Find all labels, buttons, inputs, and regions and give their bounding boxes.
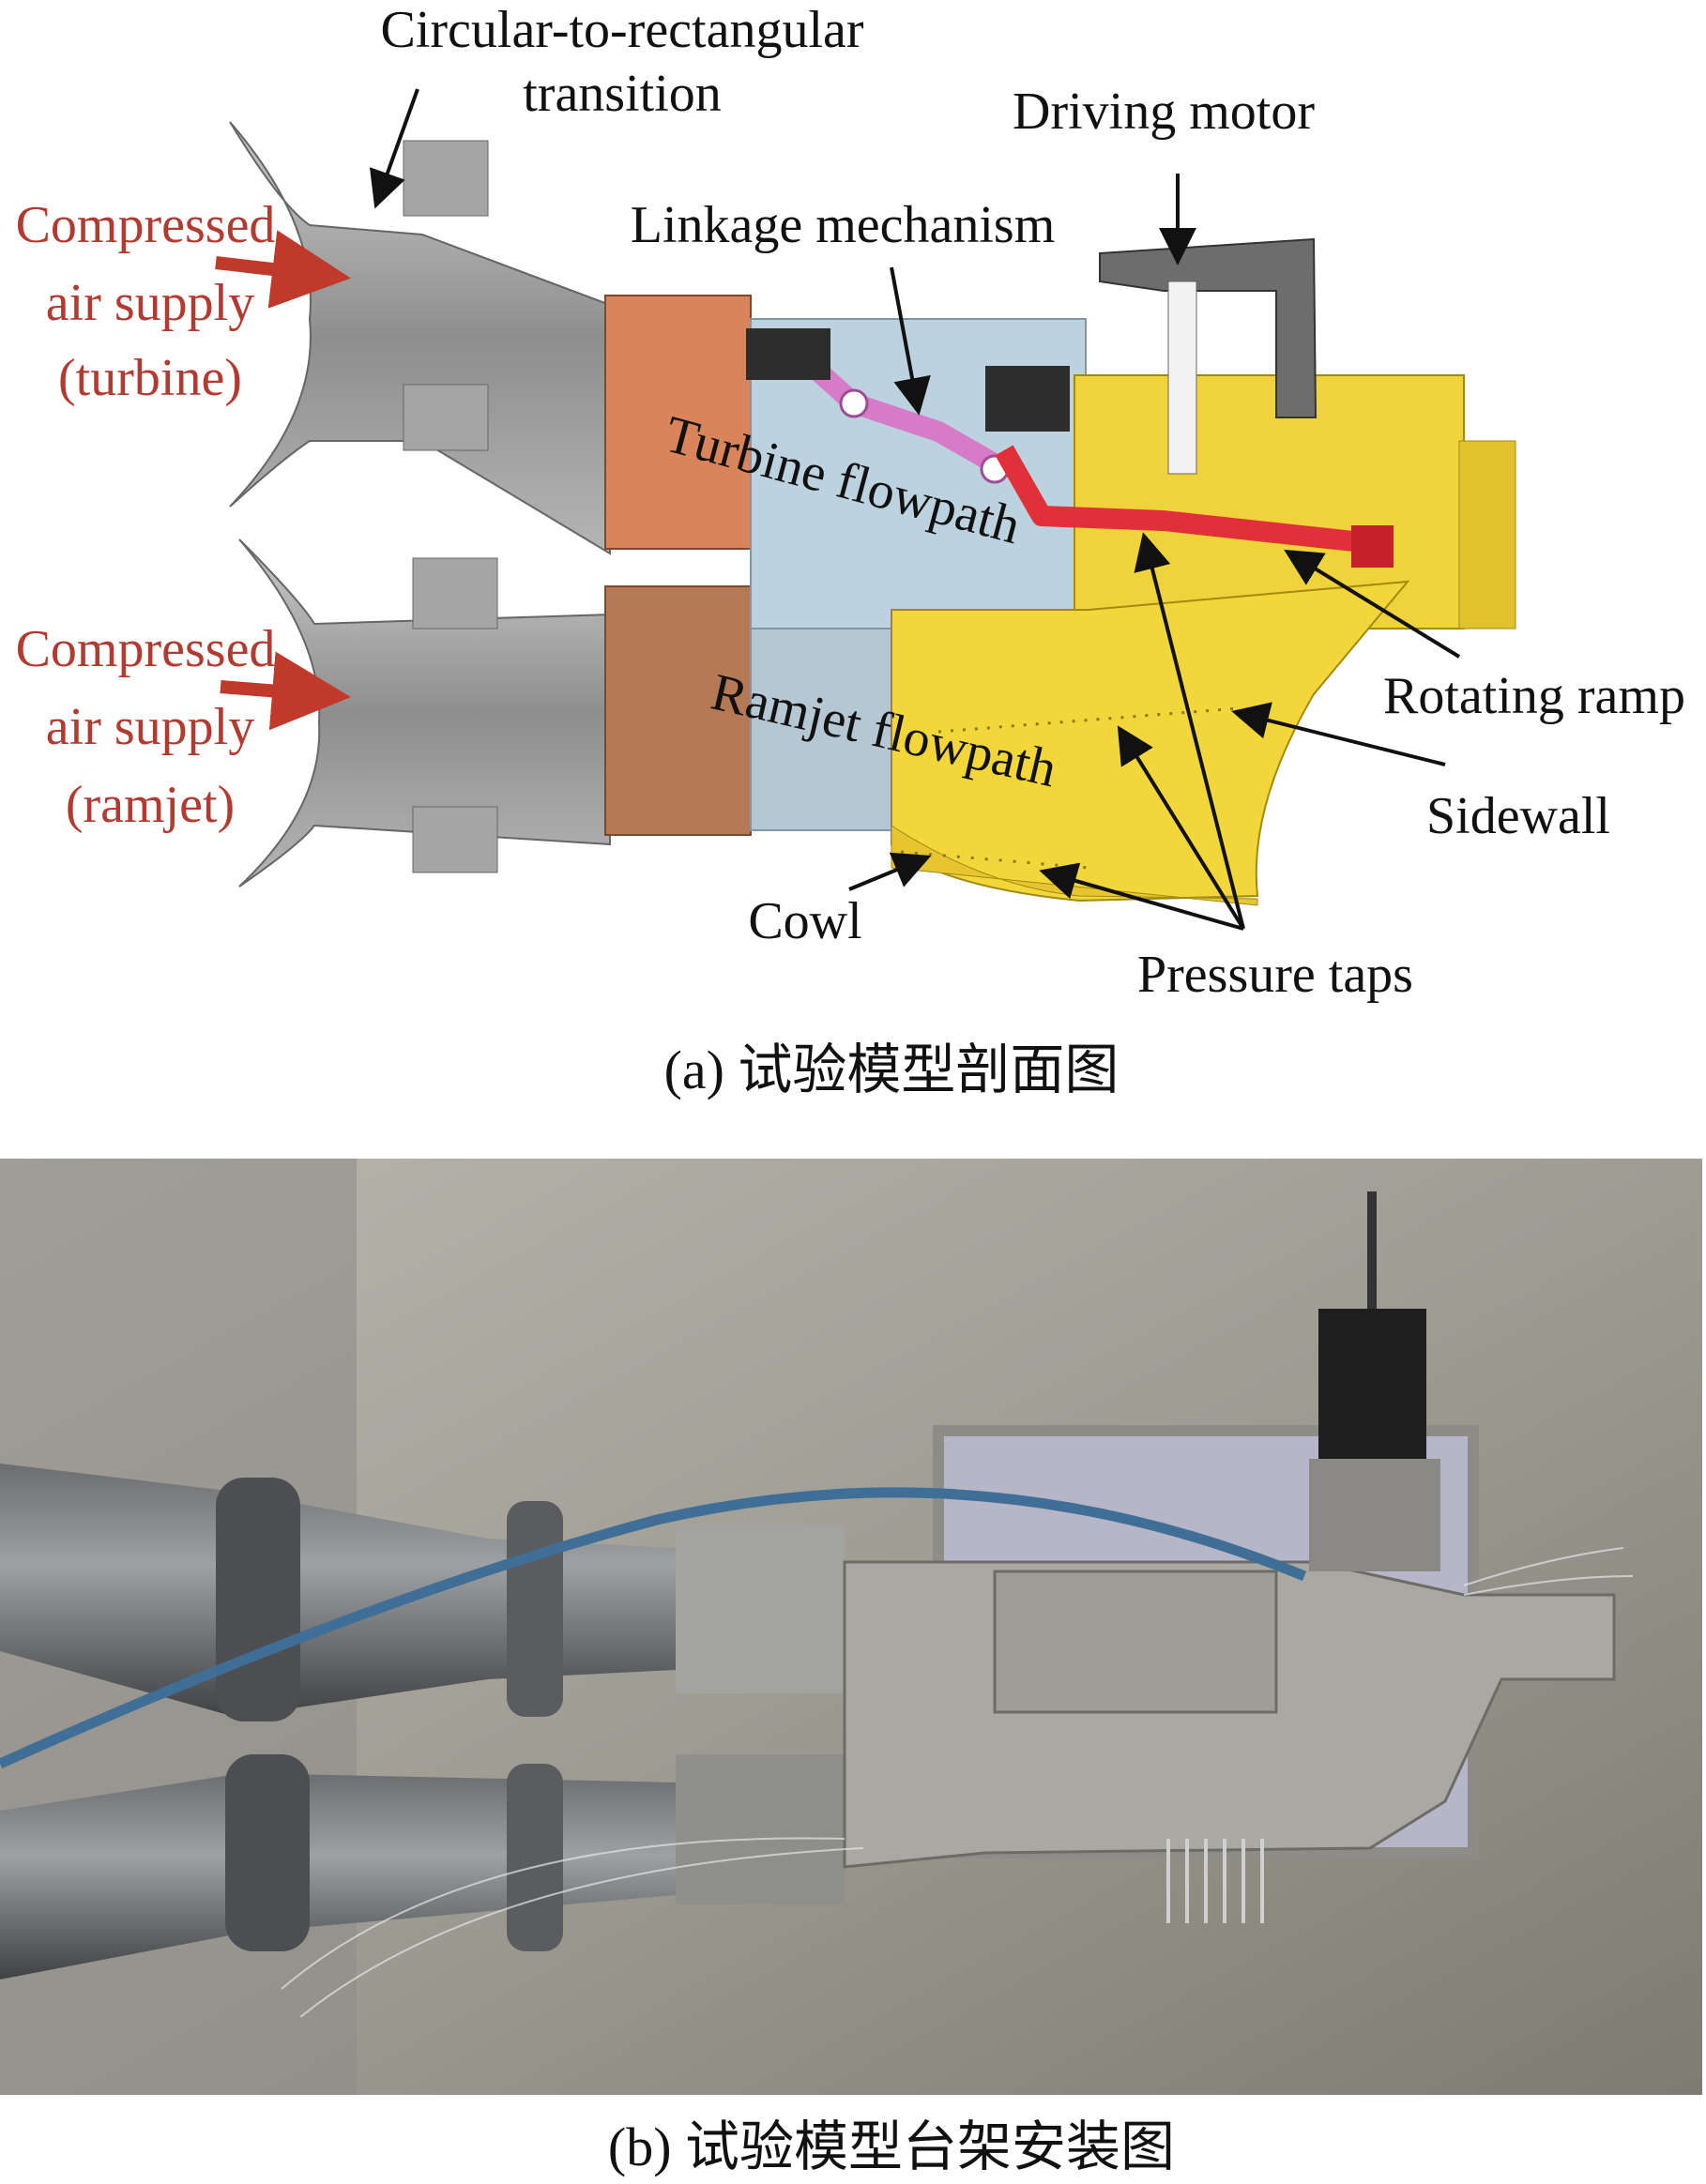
stepper-motor [1318, 1309, 1426, 1459]
label-linkage: Linkage mechanism [631, 196, 1056, 254]
rotating-ramp [995, 445, 1381, 554]
label-air-ramjet-1: Compressed [16, 620, 276, 678]
motor-shaft [1167, 281, 1197, 475]
label-pressure-taps: Pressure taps [1137, 946, 1413, 1004]
blue-cable [0, 1487, 1307, 1769]
upper-yellow-block [1074, 374, 1465, 629]
label-air-ramjet-2: air supply [46, 698, 254, 756]
label-rotating-ramp: Rotating ramp [1383, 667, 1685, 725]
test-rig-photo [0, 1159, 1702, 2095]
air-arrow-ramjet [220, 651, 351, 731]
cad-model [229, 121, 1516, 906]
lower-orange-flange [604, 585, 752, 836]
caption-a: (a) 试验模型剖面图 [664, 1039, 1120, 1100]
motor-bracket [1099, 237, 1318, 418]
upper-rect-duct [676, 1524, 845, 1693]
label-air-turbine-1: Compressed [16, 196, 276, 254]
label-sidewall: Sidewall [1426, 787, 1610, 845]
lower-rect-duct [676, 1754, 845, 1904]
label-transition-2: transition [523, 65, 722, 123]
label-air-turbine-3: (turbine) [58, 349, 242, 407]
upper-orange-flange [604, 295, 752, 550]
caption-b: (b) 试验模型台架安装图 [608, 2116, 1175, 2177]
air-arrow-turbine [215, 230, 351, 309]
upper-flange [403, 140, 489, 217]
leader-arrows [369, 88, 1461, 931]
label-transition-1: Circular-to-rectangular [380, 1, 863, 59]
label-air-turbine-2: air supply [46, 274, 254, 332]
label-cowl: Cowl [748, 892, 861, 950]
label-driving-motor: Driving motor [1013, 83, 1315, 141]
label-air-ramjet-3: (ramjet) [66, 776, 235, 834]
